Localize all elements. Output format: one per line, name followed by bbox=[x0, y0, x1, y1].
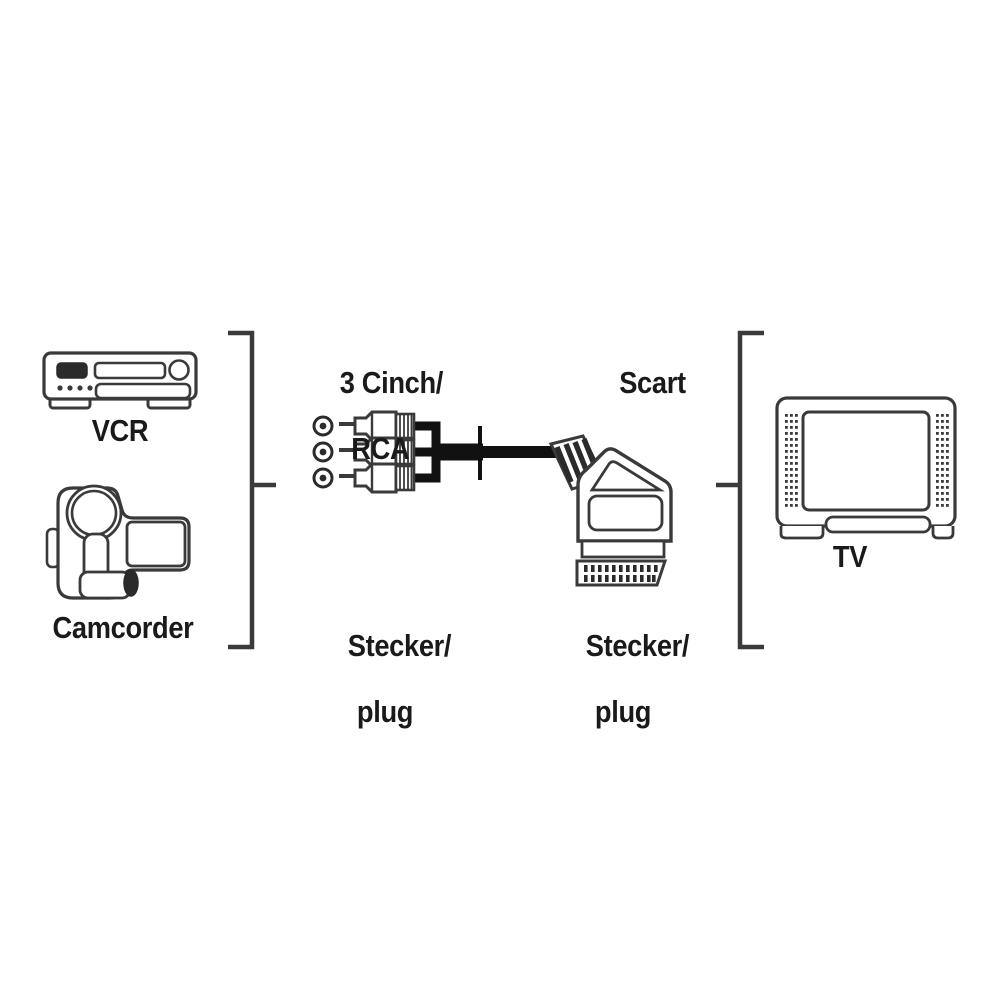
cinch-rca-heading: 3 Cinch/ RCA bbox=[311, 334, 469, 531]
rca-socket-icon-group bbox=[312, 415, 334, 489]
cinch-plug-type-line2: plug bbox=[356, 693, 414, 729]
tv-label: TV bbox=[832, 539, 868, 574]
cinch-plug-type-label: Stecker/ plug bbox=[301, 597, 468, 794]
vcr-icon bbox=[42, 351, 198, 410]
cinch-rca-heading-line2: RCA bbox=[351, 430, 410, 466]
rca-plug-icon bbox=[339, 462, 416, 494]
scart-pin-array bbox=[575, 559, 668, 587]
destination-device-bracket bbox=[716, 330, 764, 650]
rca-socket-icon bbox=[312, 467, 334, 489]
camcorder-icon bbox=[45, 484, 191, 600]
scart-plug-icon bbox=[548, 434, 673, 587]
camcorder-label: Camcorder bbox=[52, 610, 194, 645]
cinch-plug-type-line1: Stecker/ bbox=[347, 627, 452, 663]
rca-plug-icon bbox=[339, 410, 416, 442]
scart-plug-type-line1: Stecker/ bbox=[585, 627, 690, 663]
cinch-rca-heading-line1: 3 Cinch/ bbox=[339, 364, 444, 400]
tv-speaker-grille-left bbox=[785, 414, 798, 507]
rca-socket-icon bbox=[312, 441, 334, 463]
tv-speaker-grille-right bbox=[936, 414, 949, 507]
scart-heading: Scart bbox=[559, 334, 717, 433]
scart-heading-line1: Scart bbox=[619, 364, 686, 400]
tv-icon bbox=[775, 396, 957, 540]
scart-plug-type-line2: plug bbox=[594, 693, 652, 729]
source-devices-bracket bbox=[228, 330, 276, 650]
vcr-label: VCR bbox=[91, 413, 149, 448]
scart-plug-type-label: Stecker/ plug bbox=[539, 597, 706, 794]
rca-socket-icon bbox=[312, 415, 334, 437]
